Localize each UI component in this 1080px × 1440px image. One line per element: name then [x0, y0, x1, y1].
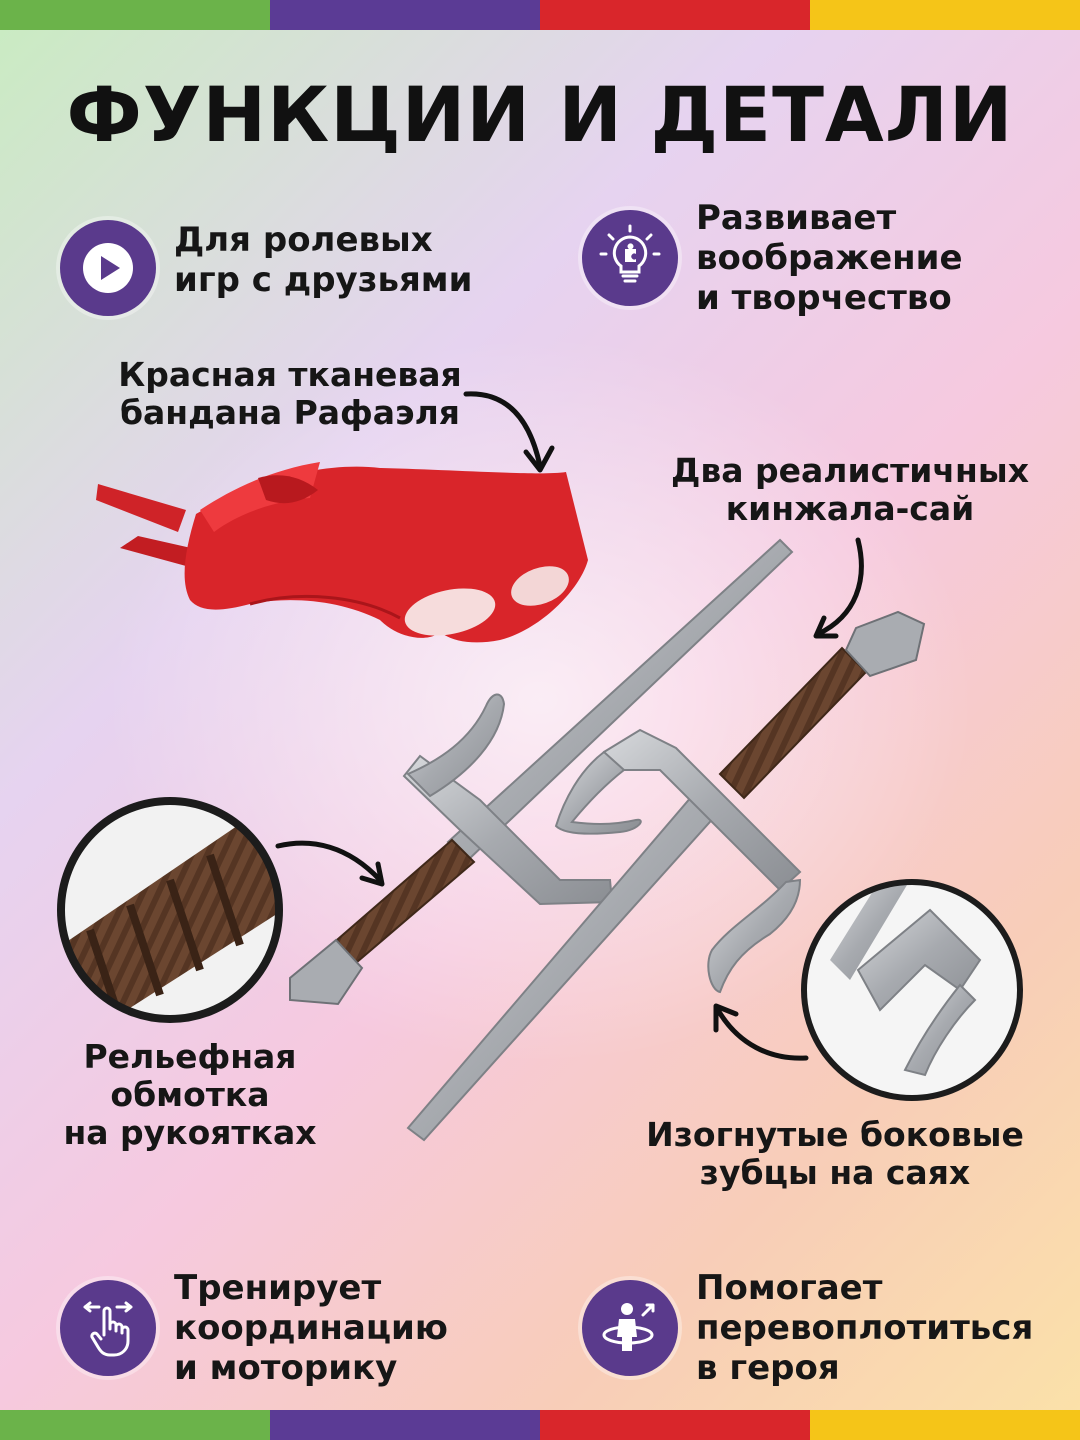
callout-bandana: Красная тканевая бандана Рафаэля [100, 356, 480, 432]
feature-coordination: Тренирует координацию и моторику [60, 1268, 448, 1388]
arrow-to-prongs [713, 1003, 809, 1061]
person-transform-icon [582, 1280, 678, 1376]
feature-line: координацию [174, 1308, 448, 1348]
red-bandana [96, 462, 588, 643]
stripe-purple [270, 1410, 540, 1440]
callout-grip: Рельефная обмотка на рукоятках [40, 1038, 340, 1152]
prong-zoom-circle [801, 879, 1023, 1101]
stripe-green [0, 1410, 270, 1440]
feature-line: в героя [696, 1348, 840, 1388]
callout-line: Изогнутые боковые [646, 1115, 1024, 1154]
feature-text: Развивает воображение и творчество [696, 198, 963, 318]
page-title: ФУНКЦИИ И ДЕТАЛИ [66, 70, 1014, 159]
callout-line: кинжала-сай [725, 489, 975, 528]
callout-line: Два реалистичных [671, 451, 1029, 490]
feature-line: Развивает [696, 198, 897, 238]
hand-swipe-icon [60, 1280, 156, 1376]
feature-line: игр с друзьями [174, 260, 473, 300]
arrow-to-grip [275, 840, 385, 887]
stripe-green [0, 0, 270, 30]
grip-zoom-circle [57, 797, 283, 1023]
bottom-color-stripes [0, 1410, 1080, 1440]
callout-line: на рукоятках [63, 1113, 317, 1152]
sai-dagger-right [406, 610, 926, 1142]
play-icon [60, 220, 156, 316]
feature-text: Помогает перевоплотиться в героя [696, 1268, 1033, 1388]
callout-line: бандана Рафаэля [120, 393, 460, 432]
stripe-purple [270, 0, 540, 30]
feature-line: воображение [696, 238, 963, 278]
callout-line: зубцы на саях [699, 1153, 971, 1192]
feature-line: перевоплотиться [696, 1308, 1034, 1348]
lightbulb-puzzle-icon [582, 210, 678, 306]
feature-hero: Помогает перевоплотиться в героя [582, 1268, 1033, 1388]
callout-sai: Два реалистичных кинжала-сай [640, 452, 1060, 528]
callout-prongs: Изогнутые боковые зубцы на саях [620, 1116, 1050, 1192]
stripe-yellow [810, 0, 1080, 30]
stripe-red [540, 0, 810, 30]
feature-line: и творчество [696, 278, 952, 318]
feature-text: Тренирует координацию и моторику [174, 1268, 448, 1388]
callout-line: Красная тканевая [118, 355, 462, 394]
feature-line: Для ролевых [174, 220, 433, 260]
feature-imagination: Развивает воображение и творчество [582, 198, 963, 318]
callout-line: Рельефная [83, 1037, 297, 1076]
stripe-yellow [810, 1410, 1080, 1440]
top-color-stripes [0, 0, 1080, 30]
feature-text: Для ролевых игр с друзьями [174, 220, 472, 300]
feature-line: Тренирует [174, 1268, 382, 1308]
arrow-to-bandana [463, 391, 555, 473]
sai-dagger-left [289, 538, 794, 1006]
stripe-red [540, 1410, 810, 1440]
feature-role-play: Для ролевых игр с друзьями [60, 220, 472, 316]
feature-line: и моторику [174, 1348, 398, 1388]
callout-line: обмотка [110, 1075, 270, 1114]
arrow-to-sai [813, 537, 864, 639]
feature-line: Помогает [696, 1268, 883, 1308]
